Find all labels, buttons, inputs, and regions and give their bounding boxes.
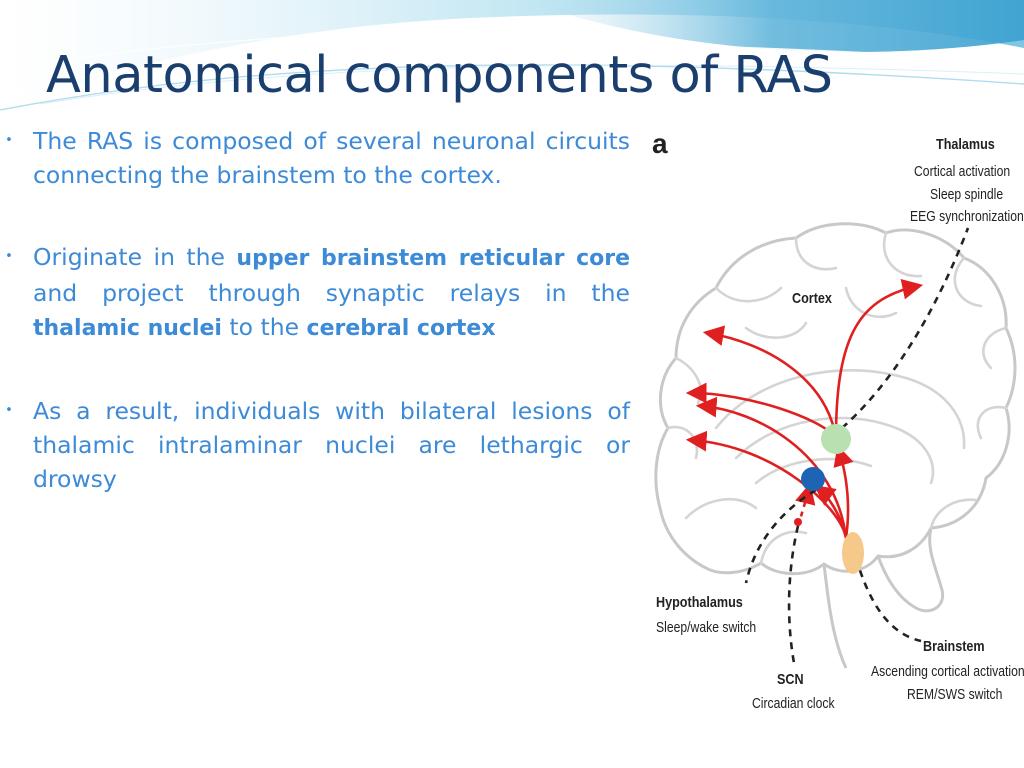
bullet-marker: • [5,403,13,418]
bullet-text: to the [221,313,307,341]
thalamus-role-3: EEG synchronization [910,209,1024,225]
bullet-item: • As a result, individuals with bilateral… [5,394,630,496]
bullet-marker: • [5,249,13,264]
scn-leader [787,525,800,664]
ascending-pathway-arrows [685,279,924,539]
hypothalamus-leader [744,488,817,584]
brainstem-label: Brainstem [923,638,985,655]
thalamus-role-1: Cortical activation [914,164,1011,180]
bullet-emphasis: cerebral cortex [306,316,496,341]
brain-outline [654,222,1017,669]
brainstem-leader [854,557,922,643]
thalamocortical-arrow-2 [685,382,838,439]
cortex-label: Cortex [792,290,832,307]
brainstem-node [842,532,864,574]
brainstem-role-2: REM/SWS switch [907,687,1003,703]
thalamus-role-2: Sleep spindle [930,187,1004,203]
brain-diagram: a Thalamus Cortical activation Sleep spi… [646,128,1024,722]
bullet-marker: • [5,133,13,148]
bullet-text: and project through synaptic relays in t… [33,279,630,307]
bullet-text: Originate in the [33,243,237,271]
header-wave-decoration [0,0,1024,111]
brainstem-cortical-arrow-1 [695,396,848,539]
brainstem-thalamus-arrow [833,445,854,539]
bullet-list: • The RAS is composed of several neuronal… [0,124,640,496]
thalamocortical-arrow-1 [702,325,838,439]
thalamus-node [821,424,851,454]
brainstem-cortical-arrow-2 [685,430,848,539]
thalamus-label: Thalamus [936,136,995,153]
brain-illustration [654,222,1017,669]
hypothalamus-label: Hypothalamus [656,594,743,611]
label-leader-lines [744,227,970,664]
thalamocortical-arrow-3 [834,279,924,439]
scn-hypothalamus-arrow [794,482,816,527]
bullet-item: • Originate in the upper brainstem reticu… [5,240,631,346]
brainstem-hypothalamus-arrow [813,484,848,539]
bullet-emphasis: upper brainstem reticular core [236,246,631,271]
bullet-emphasis: thalamic nuclei [33,316,222,341]
thalamus-leader [841,227,970,429]
hypothalamus-node [801,467,825,491]
panel-letter: a [652,128,668,159]
bullet-text: The RAS is composed of several neuronal … [33,127,630,189]
brainstem-role-1: Ascending cortical activation [871,664,1024,680]
brain-gyri [666,231,1008,565]
bullet-text: As a result, individuals with bilateral … [33,397,630,493]
slide-title: Anatomical components of RAS [46,46,833,105]
hypothalamus-role: Sleep/wake switch [656,620,757,636]
scn-label: SCN [777,671,804,688]
scn-role: Circadian clock [752,696,835,712]
bullet-item: • The RAS is composed of several neuronal… [5,124,630,192]
